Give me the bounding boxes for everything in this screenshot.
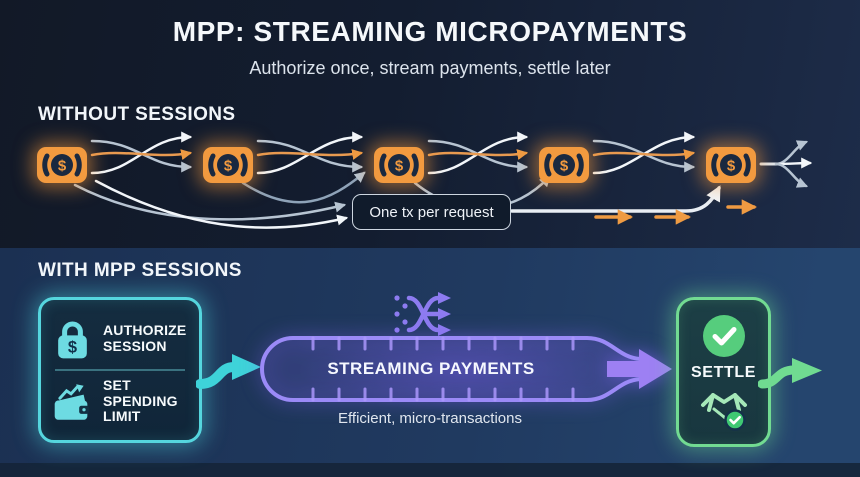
- one-tx-callout: One tx per request: [352, 194, 511, 230]
- settle-label: SETTLE: [691, 364, 756, 381]
- page-title: MPP: STREAMING MICROPAYMENTS: [172, 16, 688, 47]
- lock-dollar-icon: $: [58, 321, 87, 358]
- check-circle-icon: [702, 315, 745, 357]
- efficiency-caption: Efficient, micro-transactions: [338, 410, 522, 427]
- dollar-glyph: $: [224, 158, 233, 175]
- money-bill-icon: $: [539, 147, 589, 183]
- dollar-glyph: $: [58, 158, 67, 175]
- settle-arrow-icon: [758, 358, 822, 389]
- settle-box: SETTLE: [676, 297, 771, 447]
- set-spending-limit-label: SET SPENDING LIMIT: [103, 376, 178, 425]
- session-arrow-icon: [196, 354, 261, 389]
- money-bill-icon: $: [706, 147, 756, 183]
- section-heading-without-sessions: WITHOUT SESSIONS: [38, 104, 236, 125]
- stream-arrow-icon: [607, 349, 672, 389]
- authorize-session-row: $ AUTHORIZE SESSION: [51, 308, 189, 369]
- section-heading-with-mpp-sessions: WITH MPP SESSIONS: [38, 260, 242, 281]
- session-box: $ AUTHORIZE SESSION SET SPENDING LIMIT: [38, 297, 202, 443]
- authorize-session-label: AUTHORIZE SESSION: [103, 321, 187, 354]
- dollar-glyph: $: [68, 338, 77, 356]
- money-bill-icon: $: [37, 147, 87, 183]
- spending-limit-row: SET SPENDING LIMIT: [51, 371, 189, 432]
- wallet-chart-icon: [54, 383, 89, 420]
- money-bill-icon: $: [203, 147, 253, 183]
- streaming-payments-pill: [260, 336, 672, 402]
- pill-tick-marks: [311, 336, 575, 402]
- dollar-glyph: $: [560, 158, 569, 175]
- dollar-glyph: $: [727, 158, 736, 175]
- shuffle-streams-icon: [394, 292, 451, 336]
- page-subtitle: Authorize once, stream payments, settle …: [249, 58, 611, 78]
- handshake-icon: [700, 393, 747, 431]
- session-box-divider: [55, 369, 185, 371]
- dollar-glyph: $: [395, 158, 404, 175]
- streaming-payments-label: STREAMING PAYMENTS: [327, 359, 535, 378]
- money-bill-icon: $: [374, 147, 424, 183]
